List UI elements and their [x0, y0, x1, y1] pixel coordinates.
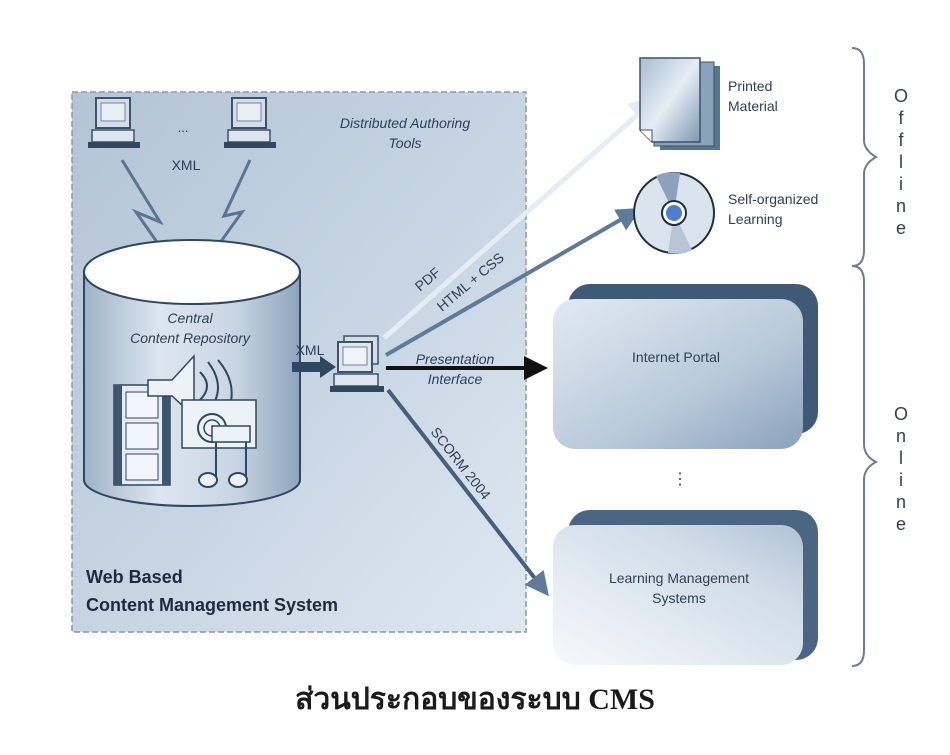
cd-disc-icon: [633, 172, 715, 254]
offline-letter: n: [896, 196, 906, 216]
figure-caption: ส่วนประกอบของระบบ CMS: [295, 683, 655, 716]
pdf-arrow: [382, 95, 660, 340]
authoring-ellipsis: ...: [178, 120, 189, 135]
cms-title-line-2: Content Management System: [86, 595, 338, 615]
online-label: O n l i n e: [894, 404, 908, 534]
online-brace: [851, 265, 879, 667]
offline-label: O f f l i n e: [894, 86, 908, 238]
film-strip-icon: [113, 384, 171, 486]
offline-brace: [851, 47, 878, 267]
lms-box: [553, 510, 818, 665]
online-letter: e: [896, 514, 906, 534]
cms-title-line-1: Web Based: [86, 567, 183, 587]
internet-portal-label: Internet Portal: [632, 349, 720, 365]
presentation-computer-icon: [330, 335, 384, 392]
self-organized-label-1: Self-organized: [728, 191, 818, 207]
presentation-label-1: Presentation: [416, 351, 495, 367]
internet-portal-box: [553, 284, 818, 449]
authoring-xml-label: XML: [172, 157, 201, 173]
authoring-tools-label-1: Distributed Authoring: [340, 115, 470, 131]
scorm-arrow: [386, 388, 549, 597]
authoring-tools-label-2: Tools: [389, 135, 422, 151]
offline-letter: O: [894, 86, 908, 106]
offline-letter: f: [898, 130, 904, 150]
repository-label-1: Central: [167, 310, 213, 326]
repository-xml-label: XML: [296, 342, 325, 358]
self-organized-label-2: Learning: [728, 211, 783, 227]
printed-material-icon: [639, 57, 720, 150]
lms-label-2: Systems: [652, 590, 706, 606]
music-note-icon: [198, 425, 251, 488]
portal-ellipsis: ⋮: [672, 471, 688, 488]
online-letter: O: [894, 404, 908, 424]
repository-label-2: Content Repository: [130, 330, 251, 346]
online-letter: n: [896, 492, 906, 512]
html-css-arrow: [385, 208, 641, 357]
printed-material-label-1: Printed: [728, 78, 772, 94]
offline-letter: l: [899, 152, 903, 172]
presentation-label-2: Interface: [428, 371, 483, 387]
offline-letter: e: [896, 218, 906, 238]
online-letter: i: [899, 470, 903, 490]
authoring-computer-left-icon: [88, 97, 140, 148]
offline-letter: f: [898, 108, 904, 128]
authoring-computer-right-icon: [224, 97, 276, 148]
online-letter: n: [896, 426, 906, 446]
lms-label-1: Learning Management: [609, 570, 749, 586]
xml-out-arrow: [292, 356, 336, 378]
printed-material-label-2: Material: [728, 98, 778, 114]
offline-letter: i: [899, 174, 903, 194]
online-letter: l: [899, 448, 903, 468]
